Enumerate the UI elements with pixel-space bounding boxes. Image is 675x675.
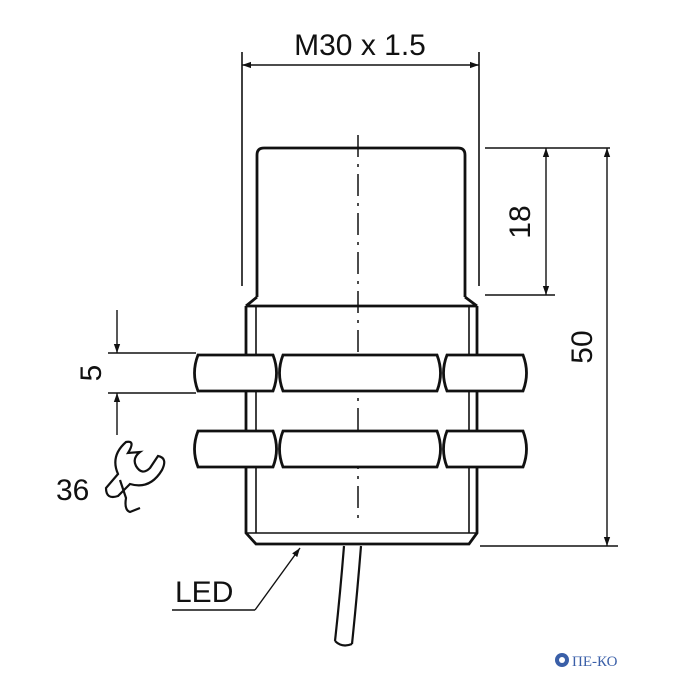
dim-nut	[108, 310, 196, 435]
threaded-housing	[244, 306, 479, 546]
nut-upper	[193, 353, 528, 393]
cable	[333, 545, 363, 647]
watermark: ПЕ-КО	[555, 653, 618, 670]
dim-thread	[241, 52, 480, 286]
dim-wrench-label: 36	[56, 474, 89, 507]
dim-face-label: 18	[504, 205, 537, 238]
dim-total-label: 50	[566, 330, 599, 363]
nut-lower	[193, 429, 528, 469]
body-chamfer	[245, 295, 478, 308]
thread-label: M30 x 1.5	[294, 29, 426, 62]
dim-nut-label: 5	[75, 365, 108, 382]
watermark-text: ПЕ-КО	[572, 654, 618, 670]
wrench-icon	[104, 440, 166, 514]
sensing-face	[255, 146, 467, 297]
dim-face	[485, 147, 610, 296]
led-label: LED	[175, 576, 233, 609]
led-callout	[172, 547, 301, 611]
dim-total	[480, 148, 618, 547]
sensor-body	[244, 135, 479, 546]
